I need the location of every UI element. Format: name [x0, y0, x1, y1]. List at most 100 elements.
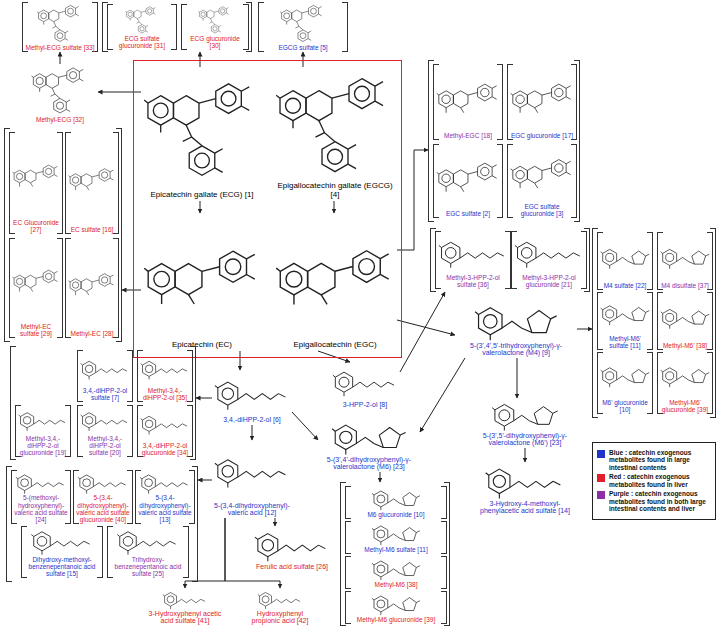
metabolite-node: 5-(3,4-dihydroxyphenyl)-valeric acid sul…	[135, 470, 195, 524]
compound-label: Methyl-M6' glucuronide [39]	[660, 399, 710, 413]
metabolite-node: 3,4,-diHPP-2-ol sulfate [7]	[77, 350, 133, 402]
metabolite-node: Methyl-M6' sulfate [11]	[597, 292, 653, 350]
metabolite-group-bracket: 5-(methoxyl-hydroxyphenyl)-valeric acid …	[6, 466, 198, 582]
metabolite-node: Methyl-M6' [38]	[657, 292, 713, 350]
metabolite-node: EGCG sulfate [5]	[258, 2, 348, 52]
metabolite-node: Methyl-EGC [18]	[433, 64, 503, 140]
reaction-arrow	[420, 358, 465, 432]
metabolite-group-bracket: M6 glucuronide [10] Methyl-M6 sulfate [11…	[340, 482, 450, 626]
metabolite-node: Methyl-M6 sulfate [11]	[345, 521, 447, 554]
reaction-arrow	[577, 329, 592, 330]
reaction-arrow	[225, 518, 280, 588]
structure-icon	[438, 232, 508, 274]
compound-label: Methyl-M6' [38]	[660, 342, 710, 349]
compound-label: 5-(3',4'-dihydroxyphenyl)-γ-valerolacton…	[320, 456, 418, 471]
reaction-arrow	[252, 425, 253, 440]
metabolite-node: Dihydroxy-methoxyl-benzenepentanoic acid…	[21, 526, 103, 578]
metabolite-node: M4 disulfate [37]	[657, 232, 713, 290]
metabolite-group-bracket: Methyl-3-HPP-2-ol sulfate [36] Methyl-3-H…	[430, 228, 590, 292]
reaction-arrow	[380, 472, 381, 482]
metabolite-node: Epicatechin (EC)	[141, 213, 263, 351]
compound-label: 3-HPP-2-ol [8]	[332, 401, 398, 409]
compound-label: EGCG sulfate [5]	[261, 44, 345, 51]
compound-label: Hydroxyphenyl propionic acid [42]	[242, 610, 318, 625]
metabolite-node: 5-(3,4-dihydroxyphenyl)-valeric acid [12…	[212, 440, 292, 518]
metabolite-node: Methyl-3,4,-diHPP-2-ol [35]	[137, 350, 193, 402]
compound-label: Methyl-M6 sulfate [11]	[348, 546, 444, 553]
metabolite-node: ECG sulfate glucuronide [31]	[107, 4, 177, 50]
metabolite-node: Epigallocatechin (EGC)	[273, 213, 397, 351]
legend-box: Blue : catechin exogenous metabolites fo…	[592, 442, 716, 520]
reaction-arrow	[60, 52, 61, 64]
compound-label: Methyl-ECG sulfate [33]	[25, 44, 95, 51]
structure-icon	[214, 371, 290, 416]
structure-icon	[514, 232, 584, 274]
metabolite-node: M6 glucuronide [10]	[345, 486, 447, 519]
structure-icon	[348, 557, 444, 581]
metabolite-node: Methyl-3-HPP-2-ol glucuronide [21]	[511, 231, 587, 289]
compound-label: ECG sulfate glucuronide [31]	[110, 35, 174, 49]
compound-label: Methyl-3-HPP-2-ol glucuronide [21]	[514, 274, 584, 288]
reaction-arrow	[318, 351, 350, 362]
metabolite-node: Epigallocatechin gallate (EGCG) [4]	[273, 67, 397, 201]
compound-label: EC Glucuronide [27]	[12, 219, 60, 233]
compound-label: 3-Hydroxyphenyl acetic acid sulfate [41]	[142, 610, 228, 625]
metabolite-node: Methyl-3,4,-diHPP-2-ol sulfate [20]	[77, 405, 133, 457]
structure-icon	[140, 406, 190, 442]
compound-label: EGC sulfate glucuronide [3]	[510, 203, 574, 217]
compound-label: ECG glucuronide [30]	[184, 35, 246, 49]
structure-icon	[12, 239, 60, 323]
metabolite-node: 3,4,-diHPP-2-ol glucuronide [34]	[137, 405, 193, 457]
compound-label: 5-(3',5'-dihydroxyphenyl)-γ-valerolacton…	[472, 432, 578, 447]
legend-row: Red : catechin exogenous metabolites fou…	[597, 473, 711, 488]
structure-icon	[275, 68, 395, 182]
structure-icon	[12, 133, 60, 219]
metabolite-node: 3-Hydroxyphenyl acetic acid sulfate [41]	[140, 588, 230, 626]
metabolite-node: Methyl-ECG sulfate [33]	[22, 2, 98, 52]
structure-icon	[25, 3, 95, 44]
metabolite-node: 5-(methoxyl-hydroxyphenyl)-valeric acid …	[11, 470, 71, 524]
structure-icon	[600, 233, 650, 282]
structure-icon	[275, 214, 395, 341]
structure-icon	[457, 301, 575, 342]
structure-icon	[510, 145, 574, 203]
structure-icon	[110, 527, 186, 556]
structure-icon	[660, 233, 710, 282]
structure-icon	[320, 419, 418, 456]
reaction-arrow	[292, 412, 318, 440]
compound-label: 3,4,-diHPP-2-ol sulfate [7]	[80, 387, 130, 401]
compound-label: Epicatechin gallate (ECG) [1]	[143, 191, 261, 200]
compound-label: Trihydroxy-benzenepentanoic acid sulfate…	[110, 556, 186, 577]
reaction-arrow	[400, 292, 445, 372]
structure-icon	[348, 522, 444, 546]
structure-icon	[472, 463, 578, 500]
metabolite-node: 5-(3',4',5'-trihydroxyphenyl)-γ-valerola…	[455, 300, 577, 358]
metabolite-node: EGC sulfate [2]	[433, 144, 503, 218]
metabolite-node: EC sulfate [16]	[65, 132, 119, 234]
reaction-arrow	[198, 480, 212, 481]
compound-label: Methyl-EC sulfate [29]	[12, 323, 60, 337]
structure-icon	[348, 487, 444, 511]
structure-icon	[510, 65, 574, 132]
structure-icon	[436, 65, 500, 132]
compound-label: Methyl-M6 [38]	[348, 581, 444, 588]
metabolite-node: EGC sulfate glucuronide [3]	[507, 144, 577, 218]
compound-label: EGC sulfate [2]	[436, 210, 500, 217]
compound-label: M6' glucuronide [10]	[600, 399, 650, 413]
compound-label: 5-(3,4-dihydroxyphenyl)-valeric acid [12…	[214, 502, 290, 517]
metabolite-node: Methyl-M6' glucuronide [39]	[657, 352, 713, 414]
legend-row: Blue : catechin exogenous metabolites fo…	[597, 449, 711, 471]
legend-text: Purple : catechin exogenous metabolites …	[609, 490, 711, 512]
compound-label: 5-(3,4-dihydroxyphenyl)-valeric acid sul…	[138, 494, 192, 523]
compound-label: 3,4,-diHPP-2-ol [6]	[214, 416, 290, 424]
structure-icon	[254, 527, 330, 563]
metabolite-node: M6' glucuronide [10]	[597, 352, 653, 414]
metabolite-group-bracket: ECG sulfate glucuronide [31] ECG glucuron…	[102, 2, 252, 52]
compound-label: Methyl-3-HPP-2-ol sulfate [36]	[438, 274, 508, 288]
structure-icon	[18, 406, 68, 435]
compound-label: M6 glucuronide [10]	[348, 511, 444, 518]
structure-icon	[140, 351, 190, 387]
metabolite-node: 3-Hydroxy-4-methoxyl-phenylacetic acid s…	[470, 462, 580, 516]
compound-label: M4 sulfate [22]	[600, 282, 650, 289]
compound-label: 5-(3,4-dihydroxyphenyl)-valeric acid sul…	[76, 494, 130, 523]
